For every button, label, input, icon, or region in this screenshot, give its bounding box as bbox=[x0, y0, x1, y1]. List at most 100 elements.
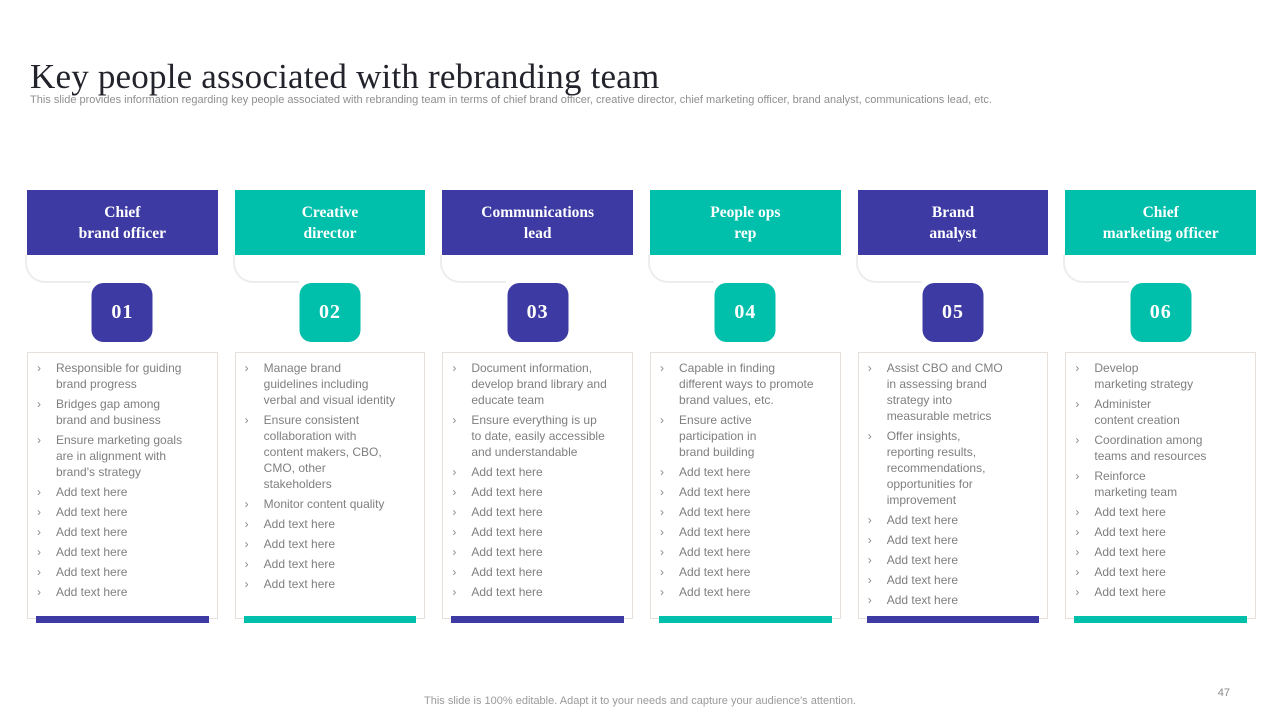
list-item-text: Assist CBO and CMO in assessing brand st… bbox=[886, 361, 1003, 423]
list-item: ›Add text here bbox=[1075, 544, 1251, 560]
role-column-brand-analyst: Brand analyst 05 ›Assist CBO and CMO in … bbox=[855, 190, 1049, 623]
list-item-text: Add text here bbox=[56, 485, 128, 499]
list-item: ›Add text here bbox=[868, 552, 1044, 568]
list-item-text: Add text here bbox=[679, 525, 751, 539]
list-item-text: Add text here bbox=[886, 533, 959, 547]
list-item-text: Add text here bbox=[886, 573, 959, 587]
list-item-text: Add text here bbox=[679, 565, 751, 579]
list-item-text: Capable in finding different ways to pro… bbox=[679, 361, 814, 407]
list-item: ›Add text here bbox=[452, 564, 628, 580]
responsibilities-box: ›Document information, develop brand lib… bbox=[442, 352, 634, 623]
role-header: Brand analyst bbox=[857, 190, 1049, 255]
chevron-bullet-icon: › bbox=[37, 485, 41, 499]
list-item-text: Add text here bbox=[679, 545, 751, 559]
list-item: › Add text here bbox=[452, 544, 628, 560]
list-item: › Add text here bbox=[660, 504, 836, 520]
chevron-bullet-icon: › bbox=[867, 573, 872, 587]
list-item-text: Add text here bbox=[56, 505, 128, 519]
role-header: People ops rep bbox=[650, 190, 841, 255]
list-item-text: Add text here bbox=[471, 545, 543, 559]
chevron-bullet-icon: › bbox=[37, 433, 41, 447]
list-item-text: Add text here bbox=[263, 557, 336, 571]
responsibilities-list: › Responsible for guiding brand progress ›… bbox=[28, 353, 217, 600]
role-column-people-ops-rep: People ops rep 04 › Capable in finding di… bbox=[648, 190, 841, 623]
chevron-bullet-icon: › bbox=[1075, 433, 1080, 447]
list-item: ›Administer content creation bbox=[1075, 396, 1251, 428]
chevron-bullet-icon: › bbox=[867, 429, 872, 443]
chevron-bullet-icon: › bbox=[244, 517, 249, 531]
list-item-text: Bridges gap among brand and business bbox=[56, 397, 161, 427]
list-item: ›Document information, develop brand lib… bbox=[452, 360, 628, 408]
list-item: › Coordination among teams and resources bbox=[1075, 432, 1251, 464]
list-item-text: Add text here bbox=[679, 505, 751, 519]
list-item-text: Offer insights, reporting results, recom… bbox=[886, 429, 986, 507]
responsibilities-list: › Capable in finding different ways to pr… bbox=[651, 353, 840, 600]
list-item-text: Add text here bbox=[471, 485, 543, 499]
connector-curve bbox=[648, 255, 715, 283]
list-item: ›Bridges gap among brand and business bbox=[37, 396, 213, 428]
accent-bar bbox=[659, 616, 832, 623]
list-item-text: Ensure marketing goals are in alignment … bbox=[56, 433, 183, 479]
chevron-bullet-icon: › bbox=[37, 505, 41, 519]
list-item-text: Add text here bbox=[263, 537, 336, 551]
chevron-bullet-icon: › bbox=[452, 413, 457, 427]
list-item: ›Add text here bbox=[37, 544, 213, 560]
chevron-bullet-icon: › bbox=[660, 361, 665, 375]
list-item: › Assist CBO and CMO in assessing brand s… bbox=[868, 360, 1044, 424]
list-item: › Add text here bbox=[37, 484, 213, 500]
list-item: ›Add text here bbox=[245, 516, 421, 532]
page-number: 47 bbox=[1217, 687, 1230, 699]
list-item-text: Coordination among teams and resources bbox=[1094, 433, 1207, 463]
list-item: ›Add text here bbox=[245, 536, 421, 552]
list-item-text: Add text here bbox=[471, 505, 543, 519]
list-item-text: Add text here bbox=[471, 565, 543, 579]
chevron-bullet-icon: › bbox=[867, 593, 872, 607]
responsibilities-box: › Capable in finding different ways to pr… bbox=[650, 352, 841, 623]
list-item: ›Add text here bbox=[37, 564, 213, 580]
list-item: ›Add text here bbox=[452, 484, 628, 500]
list-item-text: Add text here bbox=[679, 585, 751, 599]
chevron-bullet-icon: › bbox=[452, 545, 457, 559]
chevron-bullet-icon: › bbox=[452, 465, 457, 479]
chevron-bullet-icon: › bbox=[867, 361, 872, 375]
list-item-text: Reinforce marketing team bbox=[1094, 469, 1178, 499]
list-item: ›Add text here bbox=[868, 592, 1044, 608]
chevron-bullet-icon: › bbox=[660, 505, 665, 519]
list-item: › Add text here bbox=[868, 572, 1044, 588]
step-number-badge: 04 bbox=[714, 283, 776, 342]
role-column-communications-lead: Communications lead 03 ›Document informa… bbox=[440, 190, 634, 623]
list-item: ›Add text here bbox=[660, 564, 836, 580]
chevron-bullet-icon: › bbox=[867, 513, 872, 527]
connector-curve bbox=[25, 255, 91, 283]
list-item-text: Add text here bbox=[1094, 585, 1166, 599]
responsibilities-list: ›Document information, develop brand lib… bbox=[443, 353, 632, 600]
list-item-text: Add text here bbox=[886, 513, 959, 527]
chevron-bullet-icon: › bbox=[37, 545, 41, 559]
chevron-bullet-icon: › bbox=[452, 505, 457, 519]
chevron-bullet-icon: › bbox=[244, 361, 249, 375]
list-item-text: Add text here bbox=[471, 525, 543, 539]
connector-curve bbox=[855, 255, 922, 283]
list-item-text: Add text here bbox=[56, 525, 128, 539]
chevron-bullet-icon: › bbox=[452, 361, 457, 375]
chevron-bullet-icon: › bbox=[37, 565, 41, 579]
list-item-text: Add text here bbox=[679, 485, 751, 499]
chevron-bullet-icon: › bbox=[1075, 565, 1080, 579]
step-number-badge: 03 bbox=[507, 283, 569, 342]
chevron-bullet-icon: › bbox=[37, 361, 41, 375]
list-item: ›Add text here bbox=[245, 556, 421, 572]
chevron-bullet-icon: › bbox=[1075, 469, 1080, 483]
list-item: › Add text here bbox=[660, 544, 836, 560]
list-item: › Offer insights, reporting results, reco… bbox=[868, 428, 1044, 508]
chevron-bullet-icon: › bbox=[660, 545, 665, 559]
list-item: › Capable in finding different ways to pr… bbox=[660, 360, 836, 408]
chevron-bullet-icon: › bbox=[1075, 397, 1080, 411]
list-item: ›Add text here bbox=[660, 464, 836, 480]
list-item-text: Add text here bbox=[1094, 545, 1166, 559]
list-item: ›Add text here bbox=[452, 584, 628, 600]
list-item-text: Add text here bbox=[263, 577, 336, 591]
chevron-bullet-icon: › bbox=[1075, 361, 1080, 375]
role-column-chief-brand-officer: Chief brand officer 01 ›Responsible for … bbox=[25, 190, 218, 623]
list-item-text: Responsible for guiding brand progress bbox=[56, 361, 182, 391]
step-number-badge: 06 bbox=[1130, 283, 1192, 342]
